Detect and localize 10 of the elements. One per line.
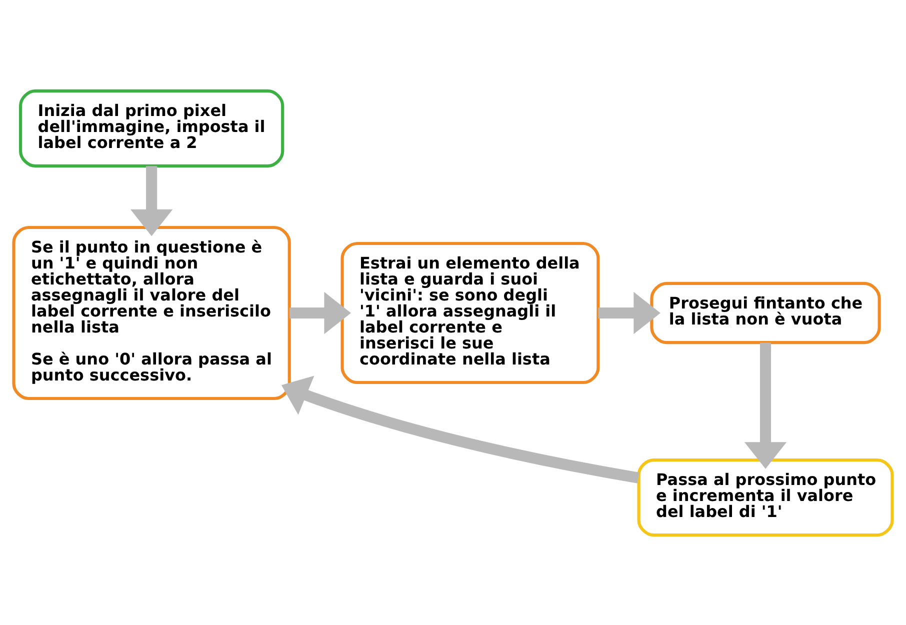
node-box: Passa al prossimo punto e incrementa il valore del label di '1'	[637, 458, 894, 536]
node-box: Inizia dal primo pixel dell'immagine, imposta il label corrente a 2	[19, 88, 284, 168]
node-box: Estrai un elemento della lista e guarda i suoi 'vicini': se sono degli '1' allora assegnagli il label corrente e inserisci le sue coordinate nella lista	[340, 241, 600, 384]
arrow	[598, 291, 660, 334]
node-box: Se il punto in questione è un '1' e quindi non etichettato, allora assegnagli il valore del label corrente e inseriscilo nella lista Se è uno '0' allora passa al punto successivo.	[12, 225, 291, 400]
node-box: Prosegui fintanto che la lista non è vuota	[650, 281, 881, 344]
arrow	[744, 342, 787, 468]
arrow	[130, 166, 173, 236]
arrow	[281, 375, 640, 483]
arrow	[289, 291, 351, 334]
